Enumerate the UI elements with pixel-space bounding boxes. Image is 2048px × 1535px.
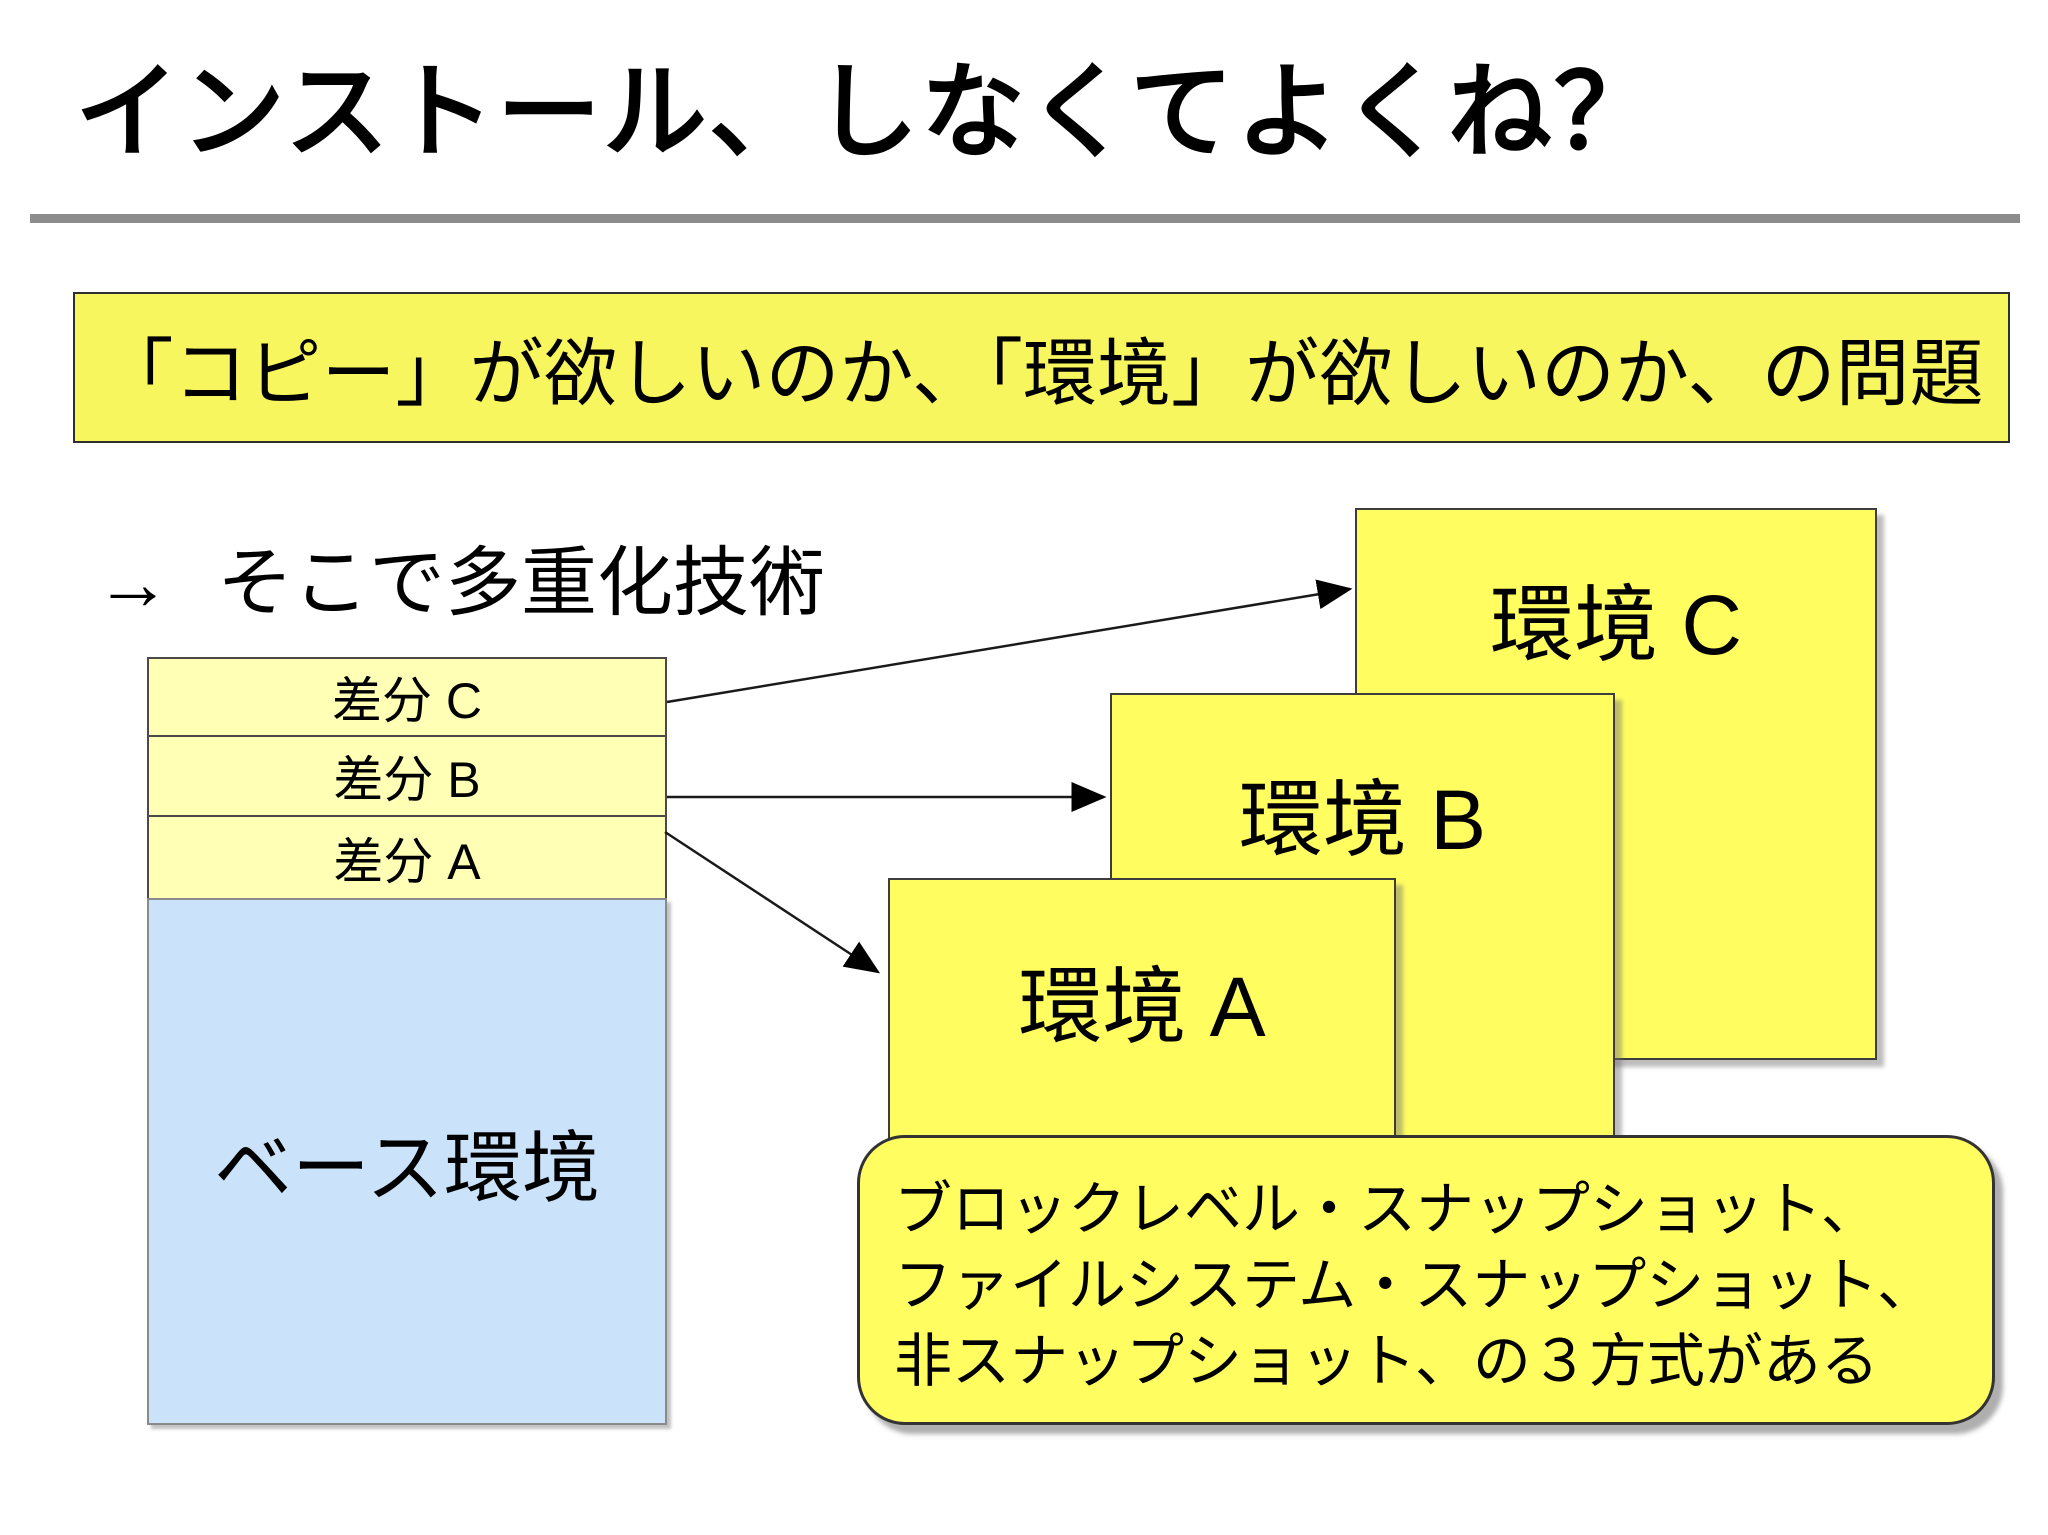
diff-layer-a-label: 差分 A — [333, 833, 481, 890]
statement-text: 「コピー」が欲しいのか、「環境」が欲しいのか、の問題 — [99, 332, 1984, 415]
environment-c-label: 環境 C — [1489, 578, 1742, 672]
diff-layer-c-box: 差分 C — [147, 657, 667, 737]
diff-layer-a-box: 差分 A — [147, 815, 667, 900]
note-line-2: ファイルシステム・スナップショット、 — [894, 1253, 1936, 1318]
diff-layer-c-label: 差分 C — [332, 673, 482, 729]
right-arrow-icon: → — [95, 541, 171, 626]
environment-a-label: 環境 A — [1018, 960, 1266, 1054]
base-environment-label: ベース環境 — [213, 1123, 601, 1212]
diff-layer-b-label: 差分 B — [333, 752, 481, 808]
environment-b-label: 環境 B — [1238, 773, 1487, 867]
note-line-1: ブロックレベル・スナップショット、 — [894, 1177, 1879, 1242]
arrow-to-env-a — [664, 830, 881, 974]
diff-layer-b-box: 差分 B — [147, 735, 667, 817]
statement-box: 「コピー」が欲しいのか、「環境」が欲しいのか、の問題 — [73, 292, 2010, 443]
lead-line: → そこで多重化技術 — [95, 538, 825, 629]
note-box: ブロックレベル・スナップショット、 ファイルシステム・スナップショット、 非スナ… — [857, 1135, 1995, 1425]
title-divider — [30, 214, 2020, 223]
note-line-3: 非スナップショット、の３方式がある — [894, 1329, 1879, 1394]
lead-text: そこで多重化技術 — [217, 541, 825, 626]
base-environment-box: ベース環境 — [147, 898, 667, 1425]
page-title: インストール、しなくてよくね？ — [75, 55, 1660, 171]
